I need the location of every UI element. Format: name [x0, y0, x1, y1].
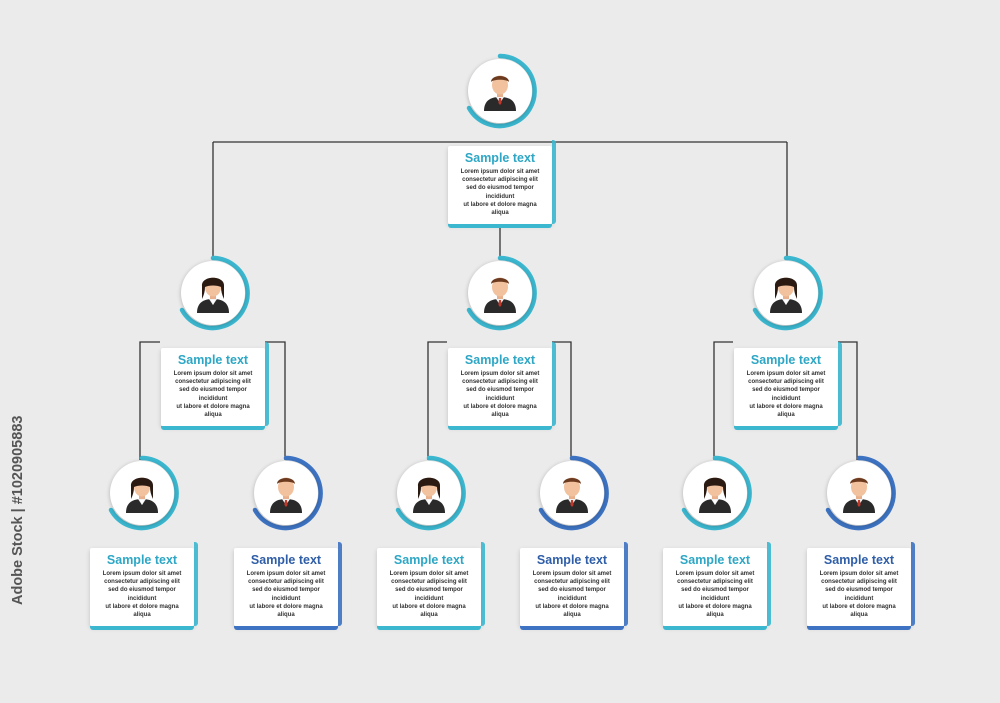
description-line: ut labore et dolore magna aliqua [392, 603, 466, 619]
description-line: sed do eiusmod tempor incididunt [752, 387, 820, 402]
node-title: Sample text [177, 353, 249, 367]
avatar-ceo [462, 53, 538, 129]
description-line: Lorem ipsum dolor sit amet [173, 371, 253, 377]
description-line: Lorem ipsum dolor sit amet [102, 571, 182, 577]
description-line: consectetur adipiscing elit [104, 579, 180, 586]
description-line: ut labore et dolore magna aliqua [463, 201, 537, 217]
description-line: sed do eiusmod tempor incididunt [179, 387, 247, 402]
node-title: Sample text [464, 151, 536, 165]
avatar-staff-2 [248, 455, 324, 531]
card-accent-bar [838, 342, 842, 426]
card-accent-bar [552, 342, 556, 426]
avatar-staff-6 [821, 455, 897, 531]
description-line: consectetur adipiscing elit [175, 379, 251, 386]
description-line: ut labore et dolore magna aliqua [105, 603, 179, 619]
avatar-manager-left [175, 255, 251, 331]
card-accent-bar [911, 542, 915, 626]
description-line: sed do eiusmod tempor incididunt [825, 587, 893, 602]
description-line: Lorem ipsum dolor sit amet [675, 571, 755, 577]
node-description: Lorem ipsum dolor sit amet consectetur ad… [240, 570, 332, 619]
description-line: consectetur adipiscing elit [534, 579, 610, 586]
avatar-manager-right [748, 255, 824, 331]
description-line: Lorem ipsum dolor sit amet [532, 571, 612, 577]
node-title: Sample text [464, 353, 536, 367]
description-line: Lorem ipsum dolor sit amet [389, 571, 469, 577]
node-description: Lorem ipsum dolor sit amet consectetur ad… [96, 570, 188, 619]
description-line: consectetur adipiscing elit [821, 579, 897, 586]
card-accent-bar [624, 542, 628, 626]
card-accent-bar [338, 542, 342, 626]
watermark-text: Adobe Stock | #1020905883 [10, 415, 26, 605]
avatar-staff-1 [104, 455, 180, 531]
description-line: Lorem ipsum dolor sit amet [246, 571, 326, 577]
card-accent-bar [481, 542, 485, 626]
description-line: ut labore et dolore magna aliqua [463, 403, 537, 419]
node-title: Sample text [823, 553, 895, 567]
description-line: sed do eiusmod tempor incididunt [395, 587, 463, 602]
watermark: Adobe Stock | #1020905883 [10, 415, 40, 605]
description-line: sed do eiusmod tempor incididunt [252, 587, 320, 602]
card-accent-bar [194, 542, 198, 626]
description-line: ut labore et dolore magna aliqua [749, 403, 823, 419]
node-description: Lorem ipsum dolor sit amet consectetur ad… [383, 570, 475, 619]
description-line: consectetur adipiscing elit [391, 579, 467, 586]
description-line: consectetur adipiscing elit [462, 379, 538, 386]
node-description: Lorem ipsum dolor sit amet consectetur ad… [454, 370, 546, 419]
description-line: consectetur adipiscing elit [248, 579, 324, 586]
description-line: ut labore et dolore magna aliqua [678, 603, 752, 619]
node-description: Lorem ipsum dolor sit amet consectetur ad… [454, 168, 546, 217]
avatar-staff-3 [391, 455, 467, 531]
node-description: Lorem ipsum dolor sit amet consectetur ad… [740, 370, 832, 419]
description-line: consectetur adipiscing elit [462, 177, 538, 184]
description-line: ut labore et dolore magna aliqua [249, 603, 323, 619]
description-line: consectetur adipiscing elit [748, 379, 824, 386]
node-title: Sample text [679, 553, 751, 567]
description-line: ut labore et dolore magna aliqua [176, 403, 250, 419]
node-description: Lorem ipsum dolor sit amet consectetur ad… [526, 570, 618, 619]
card-accent-bar [265, 342, 269, 426]
description-line: Lorem ipsum dolor sit amet [460, 371, 540, 377]
avatar-staff-4 [534, 455, 610, 531]
node-description: Lorem ipsum dolor sit amet consectetur ad… [669, 570, 761, 619]
description-line: sed do eiusmod tempor incididunt [466, 387, 534, 402]
avatar-manager-center [462, 255, 538, 331]
description-line: sed do eiusmod tempor incididunt [466, 185, 534, 200]
node-title: Sample text [393, 553, 465, 567]
node-description: Lorem ipsum dolor sit amet consectetur ad… [167, 370, 259, 419]
card-accent-bar [767, 542, 771, 626]
node-title: Sample text [750, 353, 822, 367]
description-line: consectetur adipiscing elit [677, 579, 753, 586]
description-line: Lorem ipsum dolor sit amet [746, 371, 826, 377]
description-line: Lorem ipsum dolor sit amet [819, 571, 899, 577]
node-title: Sample text [536, 553, 608, 567]
node-title: Sample text [106, 553, 178, 567]
card-accent-bar [552, 140, 556, 224]
node-description: Lorem ipsum dolor sit amet consectetur ad… [813, 570, 905, 619]
description-line: sed do eiusmod tempor incididunt [538, 587, 606, 602]
description-line: ut labore et dolore magna aliqua [822, 603, 896, 619]
description-line: sed do eiusmod tempor incididunt [108, 587, 176, 602]
description-line: Lorem ipsum dolor sit amet [460, 169, 540, 175]
description-line: ut labore et dolore magna aliqua [535, 603, 609, 619]
avatar-staff-5 [677, 455, 753, 531]
description-line: sed do eiusmod tempor incididunt [681, 587, 749, 602]
node-title: Sample text [250, 553, 322, 567]
